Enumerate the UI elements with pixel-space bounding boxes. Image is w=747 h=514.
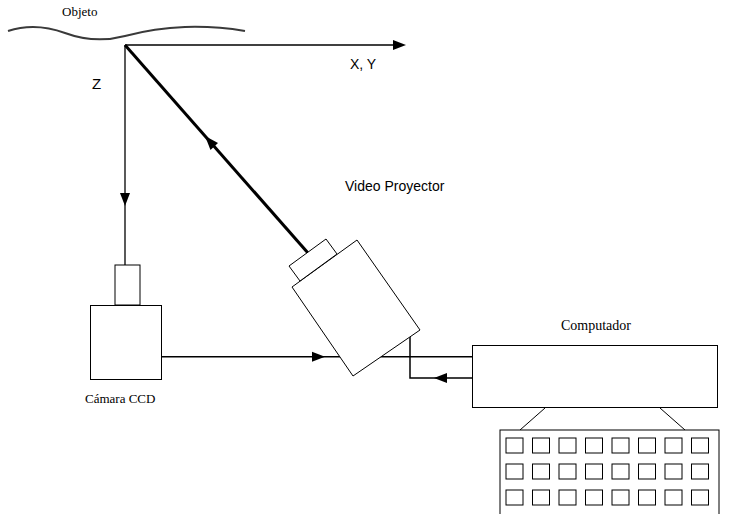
axis-label: Z [92, 75, 101, 92]
key [533, 464, 550, 479]
axis-arrowhead [120, 193, 130, 206]
key [692, 438, 709, 453]
axis-label: X, Y [350, 56, 376, 72]
node-label: Video Proyector [345, 178, 444, 195]
node-label: Cámara CCD [85, 391, 155, 407]
keyboard [500, 430, 719, 514]
camera-lens [115, 265, 140, 305]
beam-arrowhead [205, 136, 218, 150]
key [665, 438, 682, 453]
key [692, 490, 709, 505]
z-axis [124, 45, 125, 265]
axis-label: Objeto [62, 4, 97, 20]
key [559, 438, 576, 453]
arrowhead [434, 373, 447, 383]
computer-box: Computador [472, 345, 718, 408]
key [586, 464, 603, 479]
key [612, 464, 629, 479]
keyboard-stand [660, 408, 685, 430]
key [559, 464, 576, 479]
projection-beam [125, 45, 308, 253]
projector-lens [289, 239, 337, 281]
keyboard-keys [506, 438, 709, 505]
axis-arrowhead [393, 40, 406, 50]
key [639, 464, 656, 479]
key [639, 438, 656, 453]
arrowhead [312, 352, 325, 362]
keyboard-stand [520, 408, 545, 430]
key [506, 490, 523, 505]
key [665, 490, 682, 505]
key [559, 490, 576, 505]
video-projector: Video Proyector [285, 176, 475, 382]
key [692, 464, 709, 479]
projector-outline [285, 176, 475, 382]
object-surface [8, 27, 245, 40]
key [586, 438, 603, 453]
key [506, 464, 523, 479]
ccd-camera: Cámara CCD [90, 305, 162, 380]
key [586, 490, 603, 505]
key [506, 438, 523, 453]
key [639, 490, 656, 505]
key [533, 438, 550, 453]
key [612, 490, 629, 505]
xy-axis [125, 44, 400, 45]
key [612, 438, 629, 453]
key [665, 464, 682, 479]
signal-cable [410, 337, 472, 378]
node-label: Computador [561, 318, 631, 335]
key [533, 490, 550, 505]
